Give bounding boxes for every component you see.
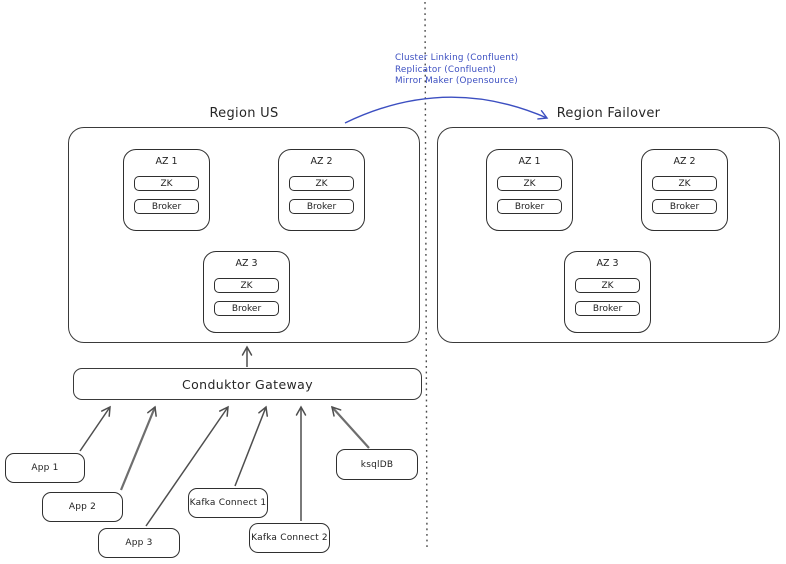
zk-node: ZK	[289, 176, 354, 191]
client-label: App 2	[68, 502, 97, 512]
region-failover-title: Region Failover	[556, 106, 661, 121]
region-failover-box: AZ 1 ZK Broker AZ 2 ZK Broker AZ 3 ZK Br…	[437, 127, 780, 343]
client-label: App 3	[125, 538, 153, 548]
region-failover: Region Failover AZ 1 ZK Broker AZ 2 ZK B…	[437, 105, 780, 343]
region-us-az1-box: AZ 1 ZK Broker	[123, 149, 210, 231]
client-label: Kafka Connect 2	[251, 533, 328, 543]
zk-node: ZK	[497, 176, 562, 191]
az-title: AZ 3	[596, 258, 619, 269]
az-title: AZ 1	[155, 156, 178, 167]
arrow-kafka-connect-1-to-gateway	[234, 405, 269, 487]
region-failover-az1-box: AZ 1 ZK Broker	[486, 149, 573, 231]
client-app-1-box: App 1	[5, 453, 85, 483]
zk-node: ZK	[575, 278, 640, 293]
broker-node: Broker	[497, 199, 562, 214]
broker-node: Broker	[575, 301, 640, 316]
region-us-box: AZ 1 ZK Broker AZ 2 ZK Broker AZ 3 ZK Br…	[68, 127, 420, 343]
broker-node: Broker	[289, 199, 354, 214]
replication-method-cluster-linking: Cluster Linking (Confluent)	[395, 53, 519, 63]
region-us-az3-box: AZ 3 ZK Broker	[203, 251, 290, 333]
client-ksqldb-box: ksqlDB	[336, 449, 418, 480]
az-title: AZ 3	[235, 258, 258, 269]
client-app-3-box: App 3	[98, 528, 180, 558]
region-failover-az2-box: AZ 2 ZK Broker	[641, 149, 728, 231]
client-label: ksqlDB	[360, 459, 394, 470]
client-label: Kafka Connect 1	[189, 498, 267, 508]
client-app-2-box: App 2	[42, 492, 123, 522]
region-failover-az3-box: AZ 3 ZK Broker	[564, 251, 651, 333]
zk-node: ZK	[214, 278, 279, 293]
conduktor-gateway-box: Conduktor Gateway	[73, 368, 422, 400]
conduktor-gateway-label: Conduktor Gateway	[181, 376, 314, 392]
region-us-title: Region US	[209, 106, 279, 121]
zk-node: ZK	[134, 176, 199, 191]
client-label: App 1	[31, 463, 59, 473]
client-kafka-connect-1-box: Kafka Connect 1	[188, 488, 268, 518]
replication-methods-label: Cluster Linking (Confluent) Replicator (…	[395, 53, 518, 88]
az-title: AZ 2	[673, 156, 696, 167]
arrow-app1-to-gateway	[79, 405, 111, 452]
broker-node: Broker	[134, 199, 199, 214]
region-us-az2-box: AZ 2 ZK Broker	[278, 149, 365, 231]
arrow-app2-to-gateway	[119, 405, 157, 491]
az-title: AZ 1	[518, 156, 541, 167]
client-kafka-connect-2-box: Kafka Connect 2	[249, 523, 330, 553]
broker-node: Broker	[652, 199, 717, 214]
arrow-ksqldb-to-gateway	[330, 405, 370, 449]
replication-method-replicator: Replicator (Confluent)	[395, 64, 496, 75]
zk-node: ZK	[652, 176, 717, 191]
broker-node: Broker	[214, 301, 279, 316]
replication-method-mirror-maker: Mirror Maker (Opensource)	[395, 76, 518, 87]
az-title: AZ 2	[310, 156, 333, 167]
region-us: Region US AZ 1 ZK Broker AZ 2 ZK Broker …	[68, 105, 420, 343]
